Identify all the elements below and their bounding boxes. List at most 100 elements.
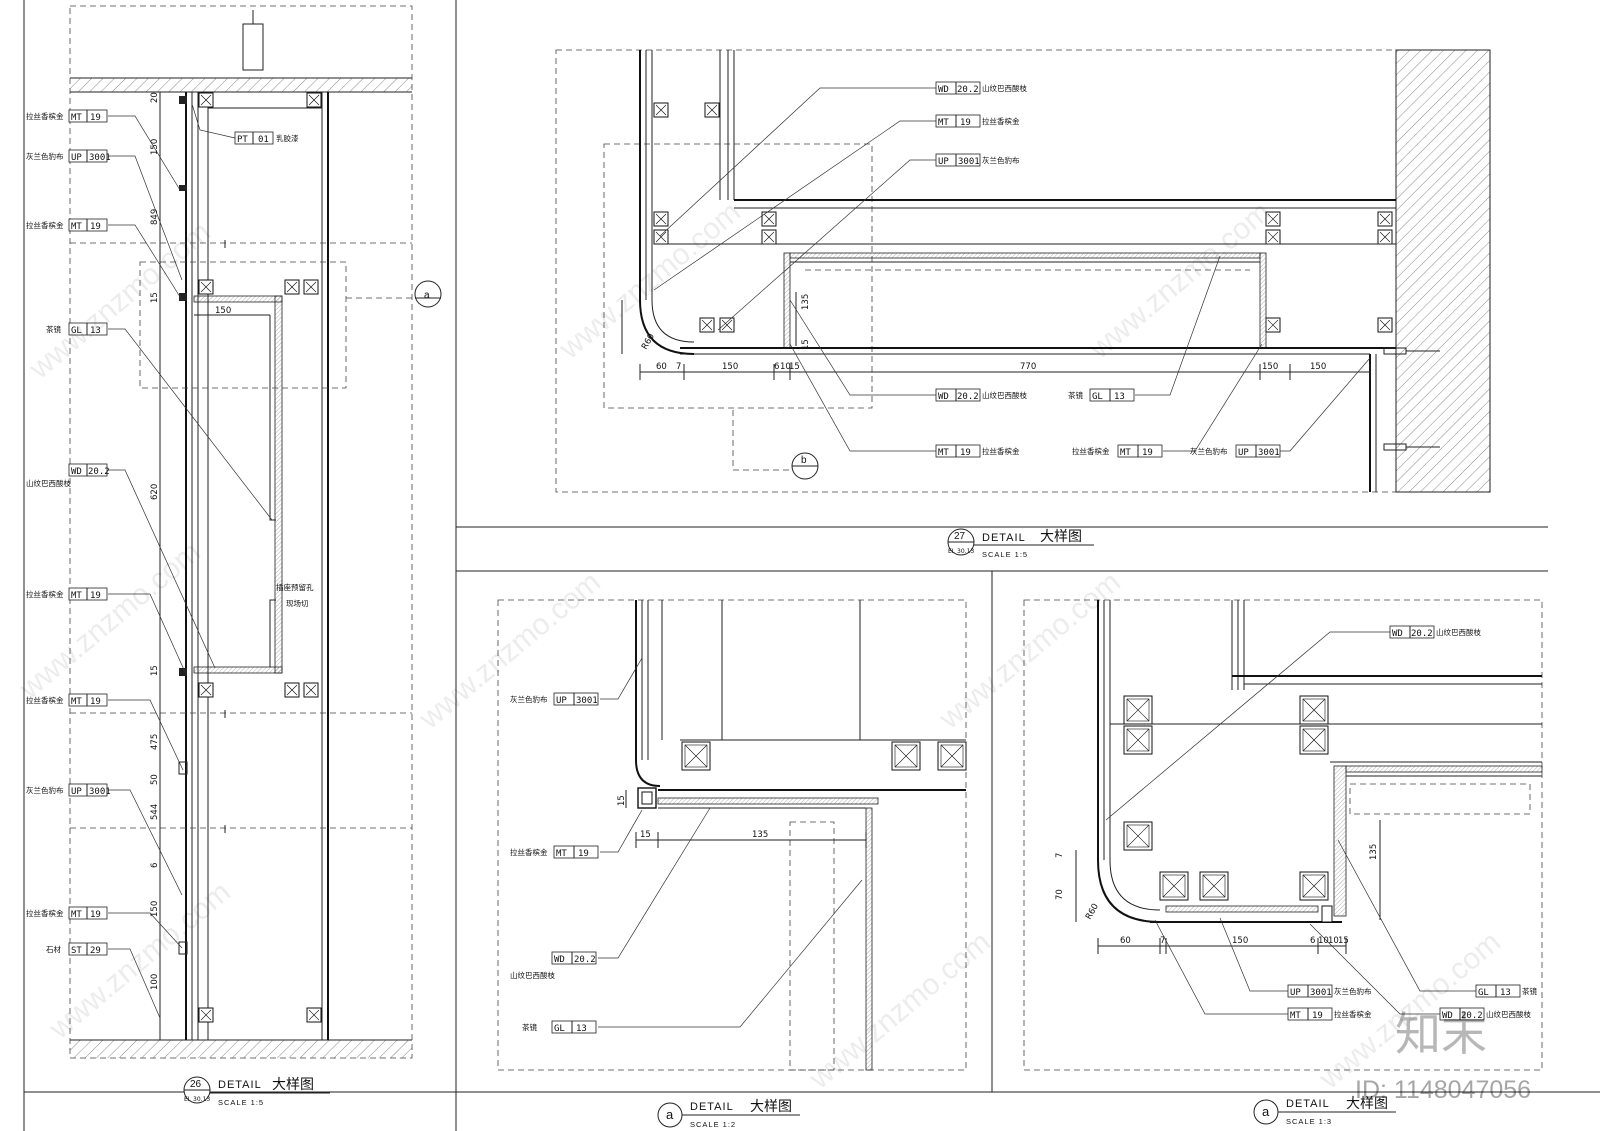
- d26-tag-code-6: MT: [71, 591, 82, 601]
- detail-27-drawing: [555, 49, 1491, 493]
- d26-dim-2: 150: [150, 139, 160, 155]
- da3-dim-10: 15: [1338, 936, 1349, 946]
- d26-tag-num-9: 19: [90, 910, 101, 920]
- detail-a2-title: a DETAIL 大样图 SCALE 1:2: [657, 1099, 800, 1129]
- d26-tag-note-8: 灰兰色豹布: [26, 785, 64, 795]
- d26-dim-9: 50: [150, 774, 160, 785]
- d26-tag-code-8: UP: [71, 787, 82, 797]
- d27-btag-note-3: 灰兰色豹布: [1190, 446, 1228, 456]
- watermark-site-4: www.znzmo.com: [13, 535, 207, 706]
- d27-dim-5: 10: [780, 362, 791, 372]
- da3-dim-2: 70: [1055, 889, 1065, 900]
- da3-btag-note-4: 山纹巴西酸枝: [1486, 1009, 1531, 1019]
- d26-dim-11: 6: [150, 863, 160, 868]
- d26-tag-code-3: MT: [71, 222, 82, 232]
- da3-title-scale: SCALE 1:3: [1286, 1117, 1332, 1126]
- d27-tag-num-4: 20.2: [957, 392, 979, 402]
- da3-btag-note-3: 茶镜: [1522, 986, 1538, 996]
- d26-tag-code-4: GL: [71, 326, 82, 336]
- d26-title-scale: SCALE 1:5: [218, 1098, 264, 1107]
- da2-tag-note-4: 茶镜: [522, 1022, 537, 1032]
- watermark-id: ID: 1148047056: [1355, 1076, 1531, 1104]
- watermark-logo: 知末: [1395, 1007, 1487, 1061]
- detail-a2-dims: 15 15 135: [617, 795, 768, 840]
- da2-tag-num-1: 3001: [576, 696, 598, 706]
- d26-tag-code-10: ST: [71, 946, 82, 956]
- d26-dim-13: 100: [150, 974, 160, 990]
- da2-tag-code-4: GL: [554, 1024, 565, 1034]
- d26-tag-num-7: 19: [90, 697, 101, 707]
- d26-dim-7: 15: [150, 665, 160, 676]
- da2-tag-code-1: UP: [556, 696, 567, 706]
- detail-a2-tags: UP 3001 灰兰色豹布 MT 19 拉丝香槟金 WD 20.2 山纹巴西酸枝…: [510, 692, 599, 1034]
- da2-title-cn: 大样图: [750, 1099, 792, 1115]
- d26-tag-num-5: 20.2: [88, 467, 110, 477]
- d26-dim-10: 544: [150, 804, 160, 820]
- da2-tag-note-2: 拉丝香槟金: [510, 847, 548, 857]
- d26-tag-note-3: 拉丝香槟金: [26, 220, 64, 230]
- d27-tag-code-1: WD: [938, 85, 949, 95]
- da2-tag-note-3: 山纹巴西酸枝: [510, 970, 555, 980]
- d26-tag-note-4: 茶镜: [46, 324, 61, 334]
- d27-tag-num-1: 20.2: [957, 85, 979, 95]
- da2-tag-code-2: MT: [556, 849, 567, 859]
- d26-dim-6: 620: [150, 484, 160, 500]
- detail-27-tags: WD 20.2 山纹巴西酸枝 MT 19 拉丝香槟金 UP 3001 灰兰色豹布…: [801, 81, 1281, 466]
- d26-tag-num-3: 19: [90, 222, 101, 232]
- da3-dim-7: 6: [1310, 936, 1315, 946]
- detail-26-drawing: [69, 5, 442, 1059]
- da3-dim-1: 7: [1055, 853, 1065, 858]
- da2-dim-2: 15: [640, 830, 651, 840]
- d27-btag-num-3: 3001: [1258, 448, 1280, 458]
- d26-dim-4: 15: [150, 292, 160, 303]
- d26-tag-num-8: 3001: [89, 787, 111, 797]
- d27-dim-3: 150: [722, 362, 738, 372]
- d26-tag-note-9: 拉丝香槟金: [26, 908, 64, 918]
- da2-title-scale: SCALE 1:2: [690, 1120, 736, 1129]
- da3-dim-9: 10: [1328, 936, 1339, 946]
- d26-tag-num-6: 19: [90, 591, 101, 601]
- detail-a3-dims: 7 70 R60 60 7 150 6 10 10 15 135: [1055, 844, 1379, 946]
- d27-btag-note-2: 拉丝香槟金: [1072, 446, 1110, 456]
- d27-tag-note-5: 拉丝香槟金: [982, 446, 1020, 456]
- d26-dim-1: 20: [150, 92, 160, 103]
- da3-title-en: DETAIL: [1286, 1098, 1330, 1110]
- d26-tag-note-5: 山纹巴西酸枝: [26, 478, 71, 488]
- d27-title-scale: SCALE 1:5: [982, 550, 1028, 559]
- d26-title-en: DETAIL: [218, 1079, 262, 1091]
- d26-tag-code-1: MT: [71, 113, 82, 123]
- d27-tag-code-5: MT: [938, 448, 949, 458]
- d26-tag-code-7: MT: [71, 697, 82, 707]
- detail-a3-title: a DETAIL 大样图 SCALE 1:3: [1253, 1096, 1396, 1126]
- d26-tag-num-2: 3001: [89, 153, 111, 163]
- da3-btag-num-4: 20.2: [1461, 1011, 1483, 1021]
- watermark-site-5: www.znzmo.com: [413, 565, 607, 736]
- da3-btag-code-1: UP: [1290, 988, 1301, 998]
- da3-dim-8: 10: [1318, 936, 1329, 946]
- d26-dim-8: 475: [150, 734, 160, 750]
- detail-26-title: 26 EL 30.13 DETAIL 大样图 SCALE 1:5: [183, 1076, 330, 1107]
- da3-tag-num-1: 20.2: [1411, 629, 1433, 639]
- da3-tag-note-1: 山纹巴西酸枝: [1436, 627, 1481, 637]
- detail-27-dims: 60 7 150 6 10 15 770 150 150 135 15 R60: [640, 294, 1326, 372]
- da3-dim-11: 135: [1369, 844, 1379, 860]
- d27-dim-4: 6: [774, 362, 779, 372]
- d26-tag-note-1: 拉丝香槟金: [26, 111, 64, 121]
- sheet-frame: [23, 0, 1600, 1131]
- d27-dim-8: 150: [1262, 362, 1278, 372]
- watermark-site-3: www.znzmo.com: [1083, 195, 1277, 366]
- da2-tag-note-1: 灰兰色豹布: [510, 694, 548, 704]
- d26-pt-tag-note: 乳胶漆: [276, 133, 299, 143]
- d27-tag-code-2: MT: [938, 118, 949, 128]
- d26-tag-code-5: WD: [71, 467, 82, 477]
- d27-dim-7: 770: [1020, 362, 1036, 372]
- da2-dim-3: 135: [752, 830, 768, 840]
- da2-tag-num-4: 13: [576, 1024, 587, 1034]
- d27-tag-note-2: 拉丝香槟金: [982, 116, 1020, 126]
- d27-title-en: DETAIL: [982, 532, 1026, 544]
- da3-btag-code-2: MT: [1290, 1011, 1301, 1021]
- da2-title-en: DETAIL: [690, 1101, 734, 1113]
- da3-btag-num-3: 13: [1500, 988, 1511, 998]
- da3-title-cn: 大样图: [1346, 1096, 1388, 1112]
